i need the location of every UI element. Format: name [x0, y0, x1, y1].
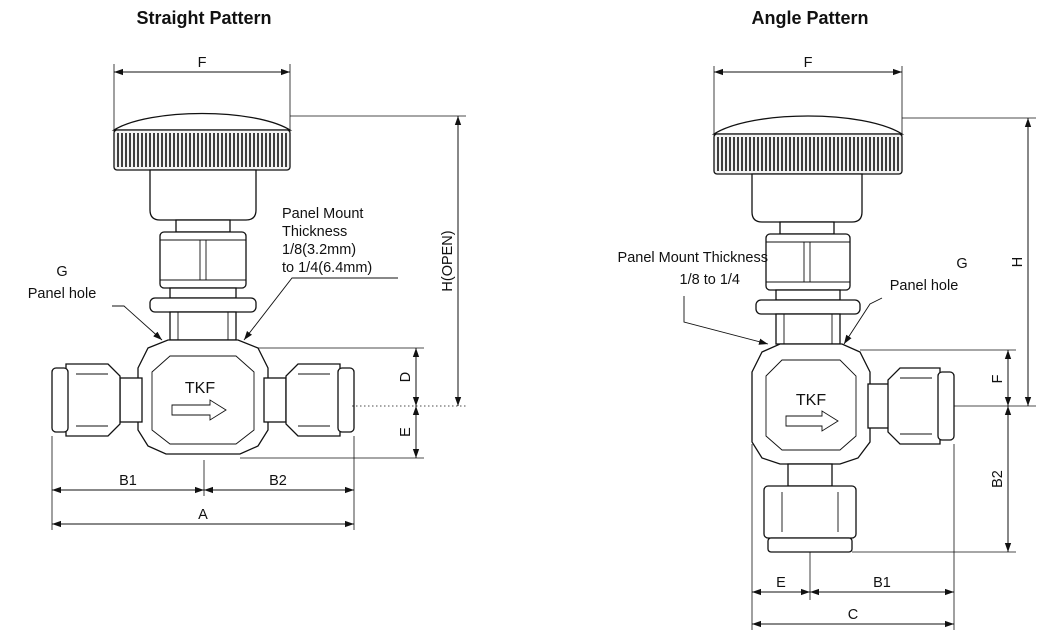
angle-pattern-drawing: Angle Pattern F TKF — [618, 8, 1036, 630]
angle-panel-mount-line2: 1/8 to 1/4 — [680, 272, 740, 288]
angle-valve-body — [751, 343, 871, 465]
angle-dim-label-f-side: F — [990, 374, 1006, 383]
angle-bonnet-thread — [775, 289, 841, 301]
angle-panel-hole-label: Panel hole — [890, 278, 959, 294]
dim-label-a: A — [198, 507, 208, 523]
panel-mount-leader — [243, 277, 398, 341]
angle-handle-dome — [711, 115, 905, 135]
handle-dome — [111, 112, 293, 131]
bonnet-neck — [169, 311, 237, 341]
angle-dim-label-b2: B2 — [990, 470, 1006, 488]
panel-nut — [149, 297, 257, 313]
dim-label-h-open: H(OPEN) — [440, 230, 456, 291]
angle-right-tube-stub — [867, 383, 891, 429]
angle-handle-collar — [751, 173, 863, 223]
dim-label-d: D — [398, 372, 414, 382]
panel-mount-line3: 1/8(3.2mm) — [282, 242, 356, 258]
angle-panel-mount-line1: Panel Mount Thickness — [618, 250, 768, 266]
angle-stem — [779, 221, 835, 235]
dim-label-b1: B1 — [119, 473, 137, 489]
dim-label-b2: B2 — [269, 473, 287, 489]
right-fitting-nut — [285, 363, 341, 437]
angle-body-face — [765, 359, 857, 451]
angle-bottom-fitting-nut — [763, 485, 857, 539]
angle-dim-label-e: E — [776, 575, 786, 591]
angle-panel-mount-leader — [683, 296, 769, 345]
angle-dim-label-c: C — [848, 607, 858, 623]
right-fitting-cap — [337, 367, 355, 433]
angle-dim-label-h: H — [1010, 257, 1026, 267]
bonnet-thread — [169, 287, 237, 299]
dim-label-e: E — [398, 427, 414, 437]
left-tube-stub — [119, 377, 143, 423]
valve-body — [137, 339, 269, 455]
dim-label-f: F — [198, 55, 207, 71]
handle-knurling — [117, 133, 287, 167]
panel-mount-line1: Panel Mount — [282, 206, 363, 222]
panel-hole-g-label: G — [56, 264, 67, 280]
handle-collar — [149, 169, 257, 221]
angle-flow-arrow — [785, 410, 839, 432]
angle-panel-nut — [755, 299, 861, 315]
angle-pattern-title: Angle Pattern — [751, 8, 868, 28]
straight-pattern-drawing: Straight Pattern F TKF — [28, 8, 466, 530]
straight-pattern-title: Straight Pattern — [136, 8, 271, 28]
flow-arrow — [171, 399, 227, 421]
panel-mount-line4: to 1/4(6.4mm) — [282, 260, 372, 276]
angle-bonnet-neck — [775, 313, 841, 345]
angle-dim-label-b1: B1 — [873, 575, 891, 591]
stem — [175, 219, 231, 233]
angle-right-fitting-nut — [887, 367, 941, 445]
left-fitting-cap — [51, 367, 69, 433]
panel-hole-leader — [112, 305, 163, 341]
angle-panel-hole-leader — [843, 297, 883, 345]
panel-hole-label: Panel hole — [28, 286, 97, 302]
angle-handle-knurling — [717, 137, 899, 171]
angle-panel-hole-g-label: G — [956, 256, 967, 272]
angle-bottom-fitting-cap — [767, 537, 853, 553]
panel-mount-line2: Thickness — [282, 224, 347, 240]
angle-bottom-tube-stub — [787, 463, 833, 487]
angle-right-fitting-cap — [937, 371, 955, 441]
body-face — [151, 355, 255, 445]
left-fitting-nut — [65, 363, 121, 437]
brand-mark: TKF — [185, 380, 215, 397]
angle-dim-label-f-top: F — [804, 55, 813, 71]
angle-brand-mark: TKF — [796, 392, 826, 409]
right-tube-stub — [263, 377, 287, 423]
